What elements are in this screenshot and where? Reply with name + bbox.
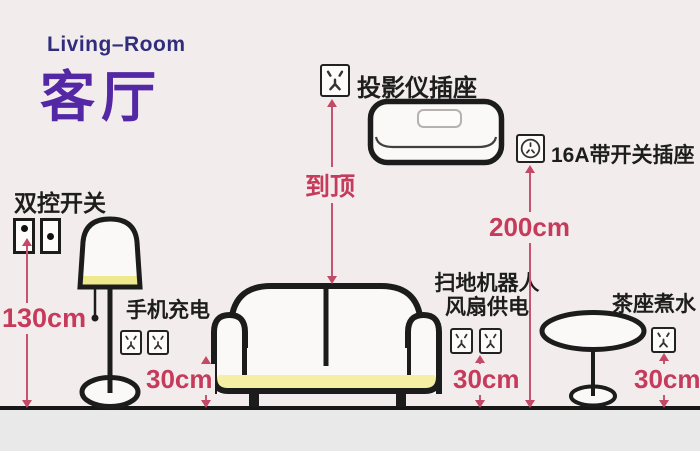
sofa-icon [211, 283, 442, 407]
wall-socket-icon [479, 328, 502, 354]
robot-fan-label-line2: 风扇供电 [445, 296, 529, 319]
switch-height: 130cm [0, 303, 89, 334]
side-table-icon [539, 310, 647, 408]
ceiling-note: 到顶 [303, 167, 358, 203]
wall-socket-icon [651, 327, 676, 353]
phone-socket-height: 30cm [144, 364, 215, 395]
floor-area [0, 410, 700, 451]
robot-fan-label: 扫地机器人 风扇供电 [424, 272, 550, 320]
rocker-switch-icon [40, 218, 61, 254]
socket-16a-height-line [525, 165, 535, 408]
projector-socket-label: 投影仪插座 [357, 75, 477, 102]
floor-line [0, 406, 700, 410]
wall-socket-icon [147, 330, 169, 355]
robot-socket-height: 30cm [451, 364, 522, 395]
rocker-switch-icon [13, 218, 35, 254]
socket-16a-height: 200cm [487, 212, 572, 243]
tea-socket-height: 30cm [632, 364, 700, 395]
socket-16a-label: 16A带开关插座 [551, 144, 695, 167]
wall-socket-icon [450, 328, 473, 354]
air-conditioner-icon [367, 98, 505, 166]
socket-16a-icon [516, 134, 545, 163]
robot-fan-label-line1: 扫地机器人 [434, 272, 540, 295]
phone-charging-label: 手机充电 [126, 299, 210, 322]
tea-table-label: 茶座煮水 [612, 293, 696, 316]
room-title-zh: 客厅 [40, 66, 163, 128]
projector-socket-icon [320, 64, 350, 97]
dual-switch-label: 双控开关 [14, 190, 106, 216]
floor-lamp-icon [77, 216, 143, 409]
wall-socket-icon [120, 330, 142, 355]
room-subtitle-en: Living–Room [47, 33, 186, 56]
